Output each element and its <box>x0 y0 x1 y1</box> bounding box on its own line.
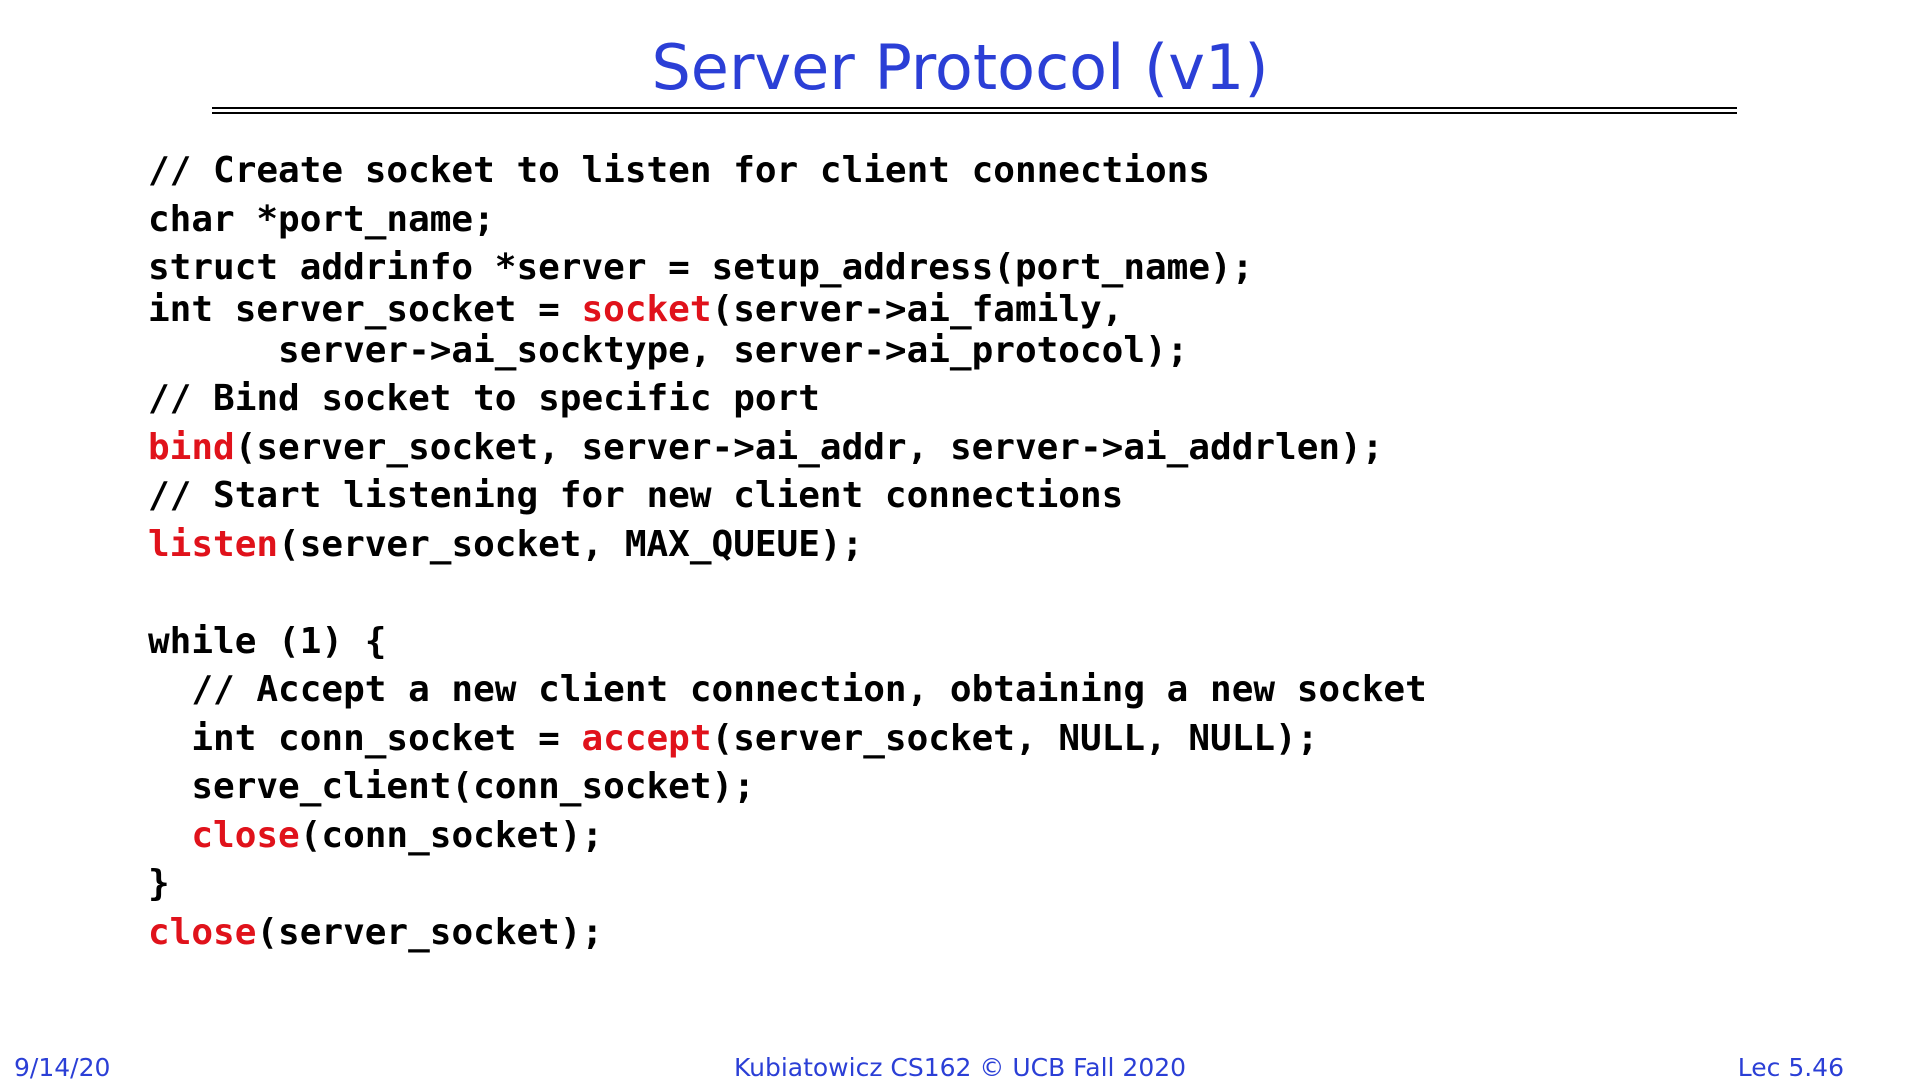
code-function-call: bind <box>148 426 235 468</box>
code-text: (server_socket, server->ai_addr, server-… <box>234 426 1384 468</box>
code-text: serve_client(conn_socket); <box>148 766 755 807</box>
code-line: bind(server_socket, server->ai_addr, ser… <box>148 424 1427 473</box>
code-text: // Create socket to listen for client co… <box>148 150 1211 191</box>
code-text: int conn_socket = <box>148 717 582 759</box>
code-function-call: socket <box>581 288 712 330</box>
code-text: (conn_socket); <box>299 814 604 856</box>
code-line: int server_socket = socket(server->ai_fa… <box>148 291 1427 327</box>
code-text: (server->ai_family, <box>711 288 1124 330</box>
code-line: } <box>148 860 1427 909</box>
code-line: // Create socket to listen for client co… <box>148 147 1427 196</box>
code-text: (server_socket, NULL, NULL); <box>711 717 1319 759</box>
code-line: // Accept a new client connection, obtai… <box>148 666 1427 715</box>
code-text <box>148 815 191 856</box>
code-text: (server_socket, MAX_QUEUE); <box>278 523 864 565</box>
code-line: while (1) { <box>148 618 1427 667</box>
code-text: server->ai_socktype, server->ai_protocol… <box>148 329 1189 371</box>
title-underline-second <box>212 112 1737 114</box>
title-underline <box>212 107 1737 109</box>
code-text: char *port_name; <box>148 198 495 240</box>
code-function-call: close <box>148 911 257 953</box>
footer-lecture-number: Lec 5.46 <box>1737 1053 1844 1082</box>
code-line: listen(server_socket, MAX_QUEUE); <box>148 521 1427 570</box>
footer-course: Kubiatowicz CS162 © UCB Fall 2020 <box>733 1053 1187 1082</box>
code-line: close(conn_socket); <box>148 812 1427 861</box>
code-line <box>148 569 1427 618</box>
code-text: // Accept a new client connection, obtai… <box>148 669 1427 710</box>
code-line: struct addrinfo *server = setup_address(… <box>148 244 1427 293</box>
code-function-call: close <box>191 814 300 856</box>
code-text: } <box>148 863 170 904</box>
code-text: struct addrinfo *server = setup_address(… <box>148 247 1254 288</box>
code-line: serve_client(conn_socket); <box>148 763 1427 812</box>
code-text: // Start listening for new client connec… <box>148 475 1124 516</box>
code-function-call: accept <box>581 717 712 759</box>
code-line: server->ai_socktype, server->ai_protocol… <box>148 327 1427 376</box>
code-function-call: listen <box>148 523 279 565</box>
code-text: // Bind socket to specific port <box>148 378 820 419</box>
code-text: (server_socket); <box>256 911 604 953</box>
code-line: close(server_socket); <box>148 909 1427 958</box>
code-line: int conn_socket = accept(server_socket, … <box>148 715 1427 764</box>
code-text: while (1) { <box>148 620 387 662</box>
code-text: int server_socket = <box>148 288 582 330</box>
code-line: // Bind socket to specific port <box>148 375 1427 424</box>
code-line: char *port_name; <box>148 196 1427 245</box>
code-line: // Start listening for new client connec… <box>148 472 1427 521</box>
footer-date: 9/14/20 <box>14 1053 111 1082</box>
code-listing: // Create socket to listen for client co… <box>148 147 1427 957</box>
slide-title: Server Protocol (v1) <box>651 31 1269 104</box>
